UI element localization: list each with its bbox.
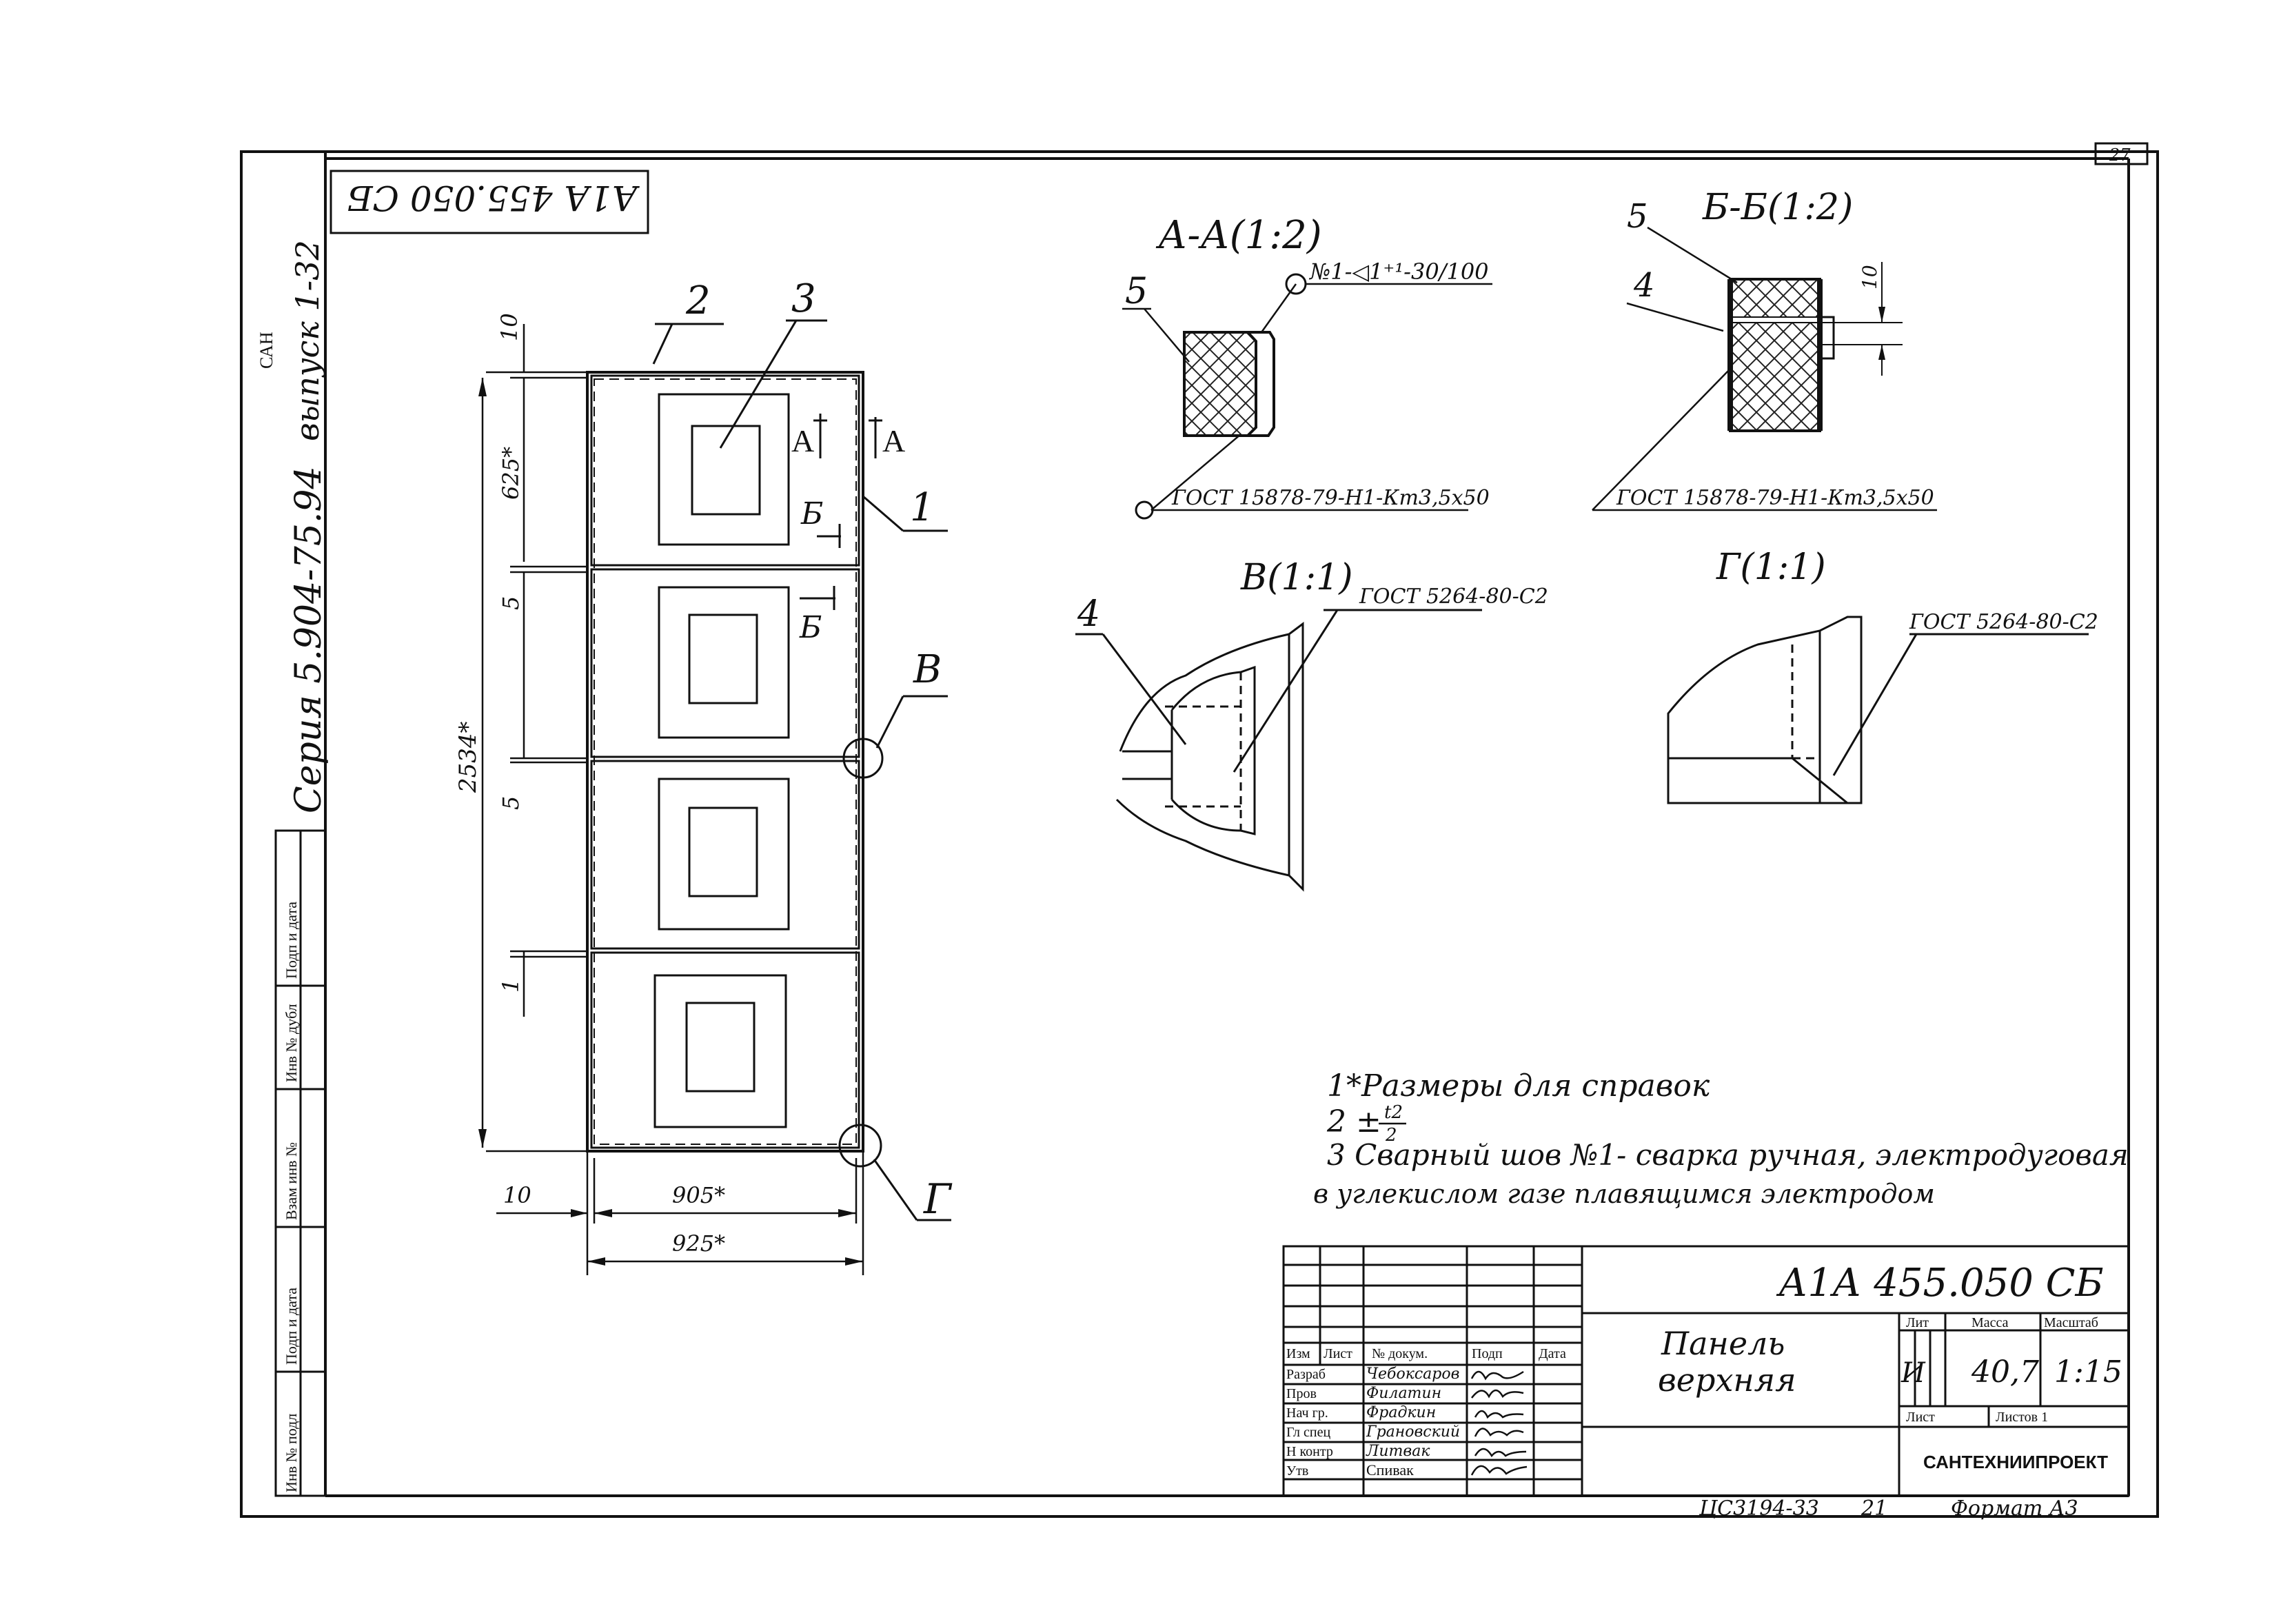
tb-lit-value: И: [1900, 1357, 1926, 1389]
tb-hdr-izm: Изм: [1286, 1346, 1310, 1361]
dim-inner-width: 905*: [672, 1182, 725, 1208]
section-marker-a-right: А: [882, 423, 905, 458]
tb-sheets-label: Листов 1: [1996, 1410, 2048, 1425]
side-label-3: Взам инв №: [283, 1142, 300, 1220]
tb-bottom-num: 21: [1861, 1496, 1887, 1521]
left-margin: Серия 5.904-75.94 выпуск 1-32 САН: [256, 240, 330, 813]
note-2b: t2: [1384, 1102, 1403, 1123]
detail-callout-g: Г: [923, 1175, 953, 1224]
tb-name-line1: Панель: [1661, 1325, 1785, 1362]
section-bb-dim: 10: [1858, 265, 1881, 290]
tb-name-3: Фрадкин: [1366, 1404, 1436, 1421]
tb-hdr-podp: Подп: [1472, 1346, 1503, 1361]
detail-v: [1075, 609, 1482, 892]
note-1: 1*Размеры для справок: [1327, 1068, 1710, 1104]
side-label-2: Инв № дубл: [283, 1004, 300, 1082]
dim-outer-width: 925*: [672, 1230, 725, 1257]
side-stamp: [274, 829, 327, 1497]
tb-name-line2: верхняя: [1658, 1361, 1796, 1399]
part-label-3: 3: [791, 276, 816, 321]
section-aa-weld-note: №1-◁1⁺¹-30/100: [1308, 258, 1489, 285]
tb-name-2: Филатин: [1366, 1385, 1441, 1402]
section-aa: [1122, 273, 1492, 520]
section-aa-part: 5: [1125, 271, 1148, 312]
page-number: 27: [2109, 145, 2131, 165]
margin-stamp-fragment: САН: [256, 332, 276, 369]
signatures: [1470, 1370, 1528, 1476]
tb-name-6: Спивак: [1366, 1461, 1414, 1479]
title-block-grid: [1282, 1245, 2130, 1497]
part-label-1: 1: [910, 485, 935, 530]
tb-doc-code: А1А 455.050 СБ: [1776, 1261, 2104, 1306]
dim-cell-height: 625*: [498, 447, 524, 500]
note-2c: 2: [1385, 1125, 1397, 1146]
section-marker-a-left: А: [791, 423, 814, 458]
tb-hdr-docnum: № докум.: [1372, 1346, 1428, 1361]
dim-gap-3: 1: [498, 979, 524, 993]
section-bb-gost: ГОСТ 15878-79-Н1-Кт3,5х50: [1616, 486, 1934, 510]
tb-hdr-data: Дата: [1539, 1346, 1566, 1361]
section-bb-title: Б-Б(1:2): [1702, 187, 1853, 228]
section-aa-title: А-А(1:2): [1155, 213, 1322, 258]
tb-org: САНТЕХНИИПРОЕКТ: [1923, 1452, 2108, 1472]
main-leaders: [652, 319, 951, 1221]
tb-role-4: Гл спец: [1286, 1425, 1330, 1440]
tb-lit-label: Лит: [1906, 1315, 1929, 1330]
tb-name-4: Грановский: [1366, 1423, 1460, 1441]
side-label-1: Подп и дата: [283, 902, 300, 979]
tb-sheet-label: Лист: [1906, 1410, 1935, 1425]
tb-mass-label: Масса: [1971, 1315, 2009, 1330]
series-label: Серия 5.904-75.94: [288, 466, 330, 813]
tb-name-1: Чебоксаров: [1366, 1366, 1459, 1383]
side-label-5: Инв № подл: [283, 1414, 300, 1492]
main-dim-arrows: [478, 378, 863, 1266]
tb-role-5: Н контр: [1286, 1444, 1333, 1459]
doc-code-top-box: А1А 455.050 СБ: [330, 170, 649, 234]
tb-scale-label: Масштаб: [2044, 1315, 2098, 1330]
note-3b: в углекислом газе плавящимся электродом: [1313, 1179, 1935, 1209]
tb-format: Формат А3: [1951, 1496, 2078, 1521]
tb-scale-value: 1:15: [2054, 1354, 2122, 1390]
dim-top-gap: 10: [496, 313, 523, 341]
tb-role-1: Разраб: [1286, 1367, 1326, 1382]
side-label-4: Подп и дата: [283, 1288, 300, 1365]
notes: 1*Размеры для справок 2 ± t2 2 3 Сварный…: [1313, 1068, 2129, 1209]
doc-code-top: А1А 455.050 СБ: [347, 178, 640, 218]
tb-name-5: Литвак: [1366, 1443, 1430, 1460]
section-bb-part-side: 4: [1633, 266, 1655, 305]
section-aa-gost: ГОСТ 15878-79-Н1-Кт3,5х50: [1171, 486, 1490, 510]
detail-v-title: В(1:1): [1240, 557, 1352, 598]
section-marker-b-bottom: Б: [799, 610, 822, 645]
section-bb-part-top: 5: [1627, 197, 1648, 236]
detail-g-title: Г(1:1): [1716, 547, 1826, 588]
tb-bottom-code: ЦС3194-33: [1699, 1496, 1819, 1521]
note-2a: 2 ±: [1326, 1104, 1381, 1139]
dim-gap-1: 5: [498, 596, 524, 610]
dim-gap-2: 5: [498, 796, 524, 810]
detail-v-gost: ГОСТ 5264-80-С2: [1359, 585, 1548, 609]
tb-role-3: Нач гр.: [1286, 1405, 1328, 1421]
issue-label: выпуск 1-32: [289, 240, 326, 441]
main-dim-lines: [481, 324, 864, 1275]
part-label-2: 2: [685, 278, 711, 323]
dim-total-height: 2534*: [454, 721, 482, 793]
section-marker-b-top: Б: [800, 496, 823, 531]
dim-left-offset: 10: [503, 1182, 531, 1208]
tb-hdr-list: Лист: [1324, 1346, 1352, 1361]
side-stamp-labels: Подп и дата Инв № дубл Взам инв № Подп и…: [283, 902, 300, 1492]
detail-callout-v: В: [913, 647, 942, 692]
note-3: 3 Сварный шов №1- сварка ручная, электро…: [1327, 1138, 2129, 1172]
tb-role-2: Пров: [1286, 1386, 1317, 1401]
detail-g: [1667, 616, 2089, 804]
tb-role-6: Утв: [1286, 1463, 1308, 1479]
detail-v-part: 4: [1077, 593, 1100, 635]
tb-mass-value: 40,7: [1971, 1354, 2039, 1390]
section-bb: [1592, 226, 1937, 511]
detail-g-gost: ГОСТ 5264-80-С2: [1909, 610, 2098, 634]
main-view: [586, 371, 884, 1168]
